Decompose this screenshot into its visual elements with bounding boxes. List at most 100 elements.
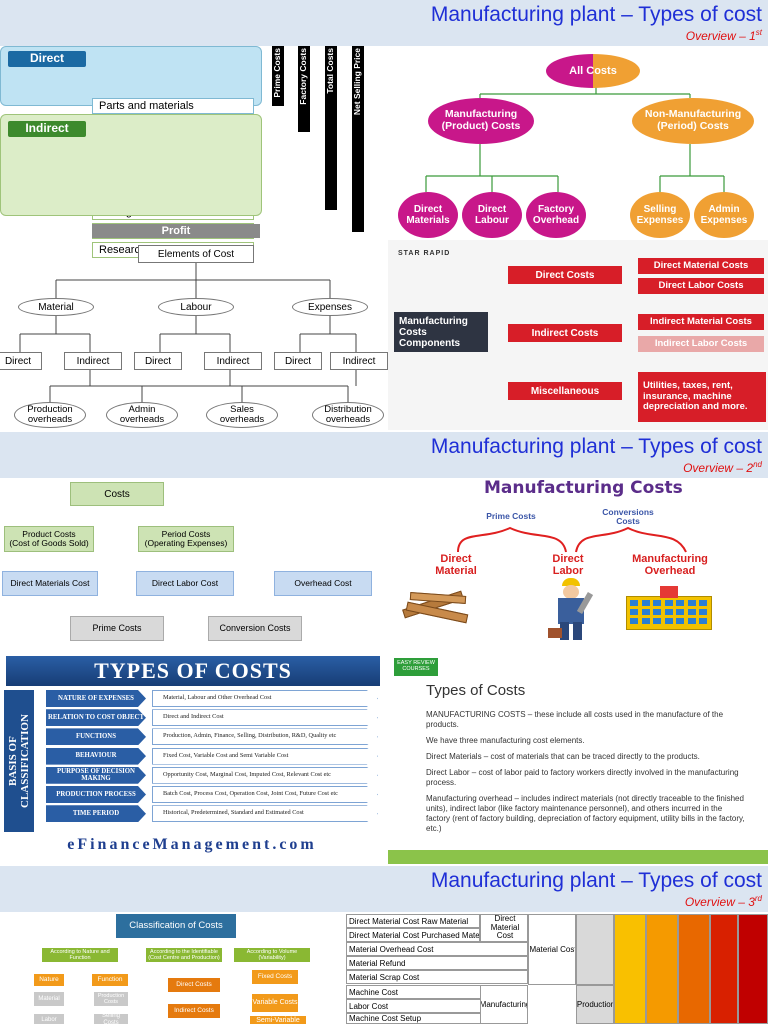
cost-table-row: Material Overhead Cost: [346, 942, 528, 956]
manufacturing-overhead-label: Manufacturing Overhead: [632, 552, 708, 577]
element-level2: Indirect: [204, 352, 262, 370]
direct-item: Parts and materials: [92, 98, 254, 114]
cost-color-column: [678, 914, 710, 1024]
costs-root: Costs: [70, 482, 164, 506]
classification-value: Historical, Predetermined, Standard and …: [152, 805, 378, 823]
element-level3: Production overheads: [14, 402, 86, 428]
costs-level2-node: Overhead Cost: [274, 571, 372, 596]
all-costs-node: All Costs: [546, 54, 640, 88]
classification-value: Direct and Indirect Cost: [152, 709, 378, 727]
classification-title: Classification of Costs: [116, 914, 236, 938]
slide1-header: [0, 0, 768, 46]
factory-costs-bar: [298, 46, 310, 132]
component-leaf-misc: Utilities, taxes, rent, insurance, machi…: [638, 372, 766, 422]
slide3-title: Manufacturing plant – Types of cost: [430, 869, 762, 892]
cost-color-column: [646, 914, 678, 1024]
element-level3: Sales overheads: [206, 402, 278, 428]
cost-table-row: Direct Material Cost Purchased Material: [346, 928, 480, 942]
classification-value: Material, Labour and Other Overhead Cost: [152, 690, 378, 707]
manufacturing-costs-node: Manufacturing (Product) Costs: [428, 98, 534, 144]
cost-table-row: Direct Material Cost Raw Material: [346, 914, 480, 928]
element-level2: Indirect: [330, 352, 388, 370]
class-item: Material: [34, 992, 64, 1006]
class-item: Semi-Variable: [250, 1016, 306, 1024]
classification-key: PRODUCTION PROCESS: [46, 786, 146, 803]
classification-key: PURPOSE OF DECISION MAKING: [46, 766, 146, 784]
cost-color-column: [614, 914, 646, 1024]
group-material-cost: Material Cost: [528, 914, 576, 985]
classification-key: BEHAVIOUR: [46, 747, 146, 765]
slide1-title: Manufacturing plant – Types of cost: [430, 3, 762, 26]
class-item: Production Costs: [94, 992, 128, 1006]
classification-group: According to the Identifiable (Cost Cent…: [146, 948, 222, 962]
efinance-footer: eFinanceManagement.com: [67, 836, 317, 854]
mfg-child-node: Direct Labour: [462, 192, 522, 238]
product-costs-node: Product Costs (Cost of Goods Sold): [4, 526, 94, 552]
prime-costs-bar: [272, 46, 284, 106]
review-panel: [388, 654, 768, 866]
component-branch: Indirect Costs: [508, 324, 622, 342]
basis-side-label: BASIS OF CLASSIFICATION: [4, 690, 34, 832]
wood-planks-icon: [400, 586, 470, 626]
review-paragraph: Manufacturing overhead – includes indire…: [426, 794, 745, 833]
element-level1: Expenses: [292, 298, 368, 316]
costs-level3-node: Prime Costs: [70, 616, 164, 641]
classification-group: According to Nature and Function: [42, 948, 118, 962]
classification-key: NATURE OF EXPENSES: [46, 690, 146, 707]
classification-value: Opportunity Cost, Marginal Cost, Imputed…: [152, 766, 378, 784]
class-item: Variable Costs: [252, 994, 298, 1012]
indirect-label: Indirect: [8, 121, 86, 137]
profit-label: Profit: [92, 224, 260, 238]
mfg-child-node: Factory Overhead: [526, 192, 586, 238]
class-item: Direct Costs: [168, 978, 220, 992]
conversion-costs-label: Conversions Costs: [602, 506, 654, 526]
component-leaf: Direct Labor Costs: [638, 278, 764, 294]
element-level3: Distribution overheads: [312, 402, 384, 428]
elements-root: Elements of Cost: [138, 245, 254, 263]
costs-level2-node: Direct Labor Cost: [136, 571, 234, 596]
cost-color-column: [710, 914, 738, 1024]
component-leaf: Direct Material Costs: [638, 258, 764, 274]
review-badge: EASY REVIEW COURSES: [394, 658, 438, 676]
cost-stack-panel: Direct Parts and materialsWages and bene…: [0, 46, 384, 258]
slide2-title: Manufacturing plant – Types of cost: [430, 435, 762, 458]
element-level2: Direct: [134, 352, 182, 370]
non-manufacturing-costs-node: Non-Manufacturing (Period) Costs: [632, 98, 754, 144]
element-level2: Direct: [0, 352, 42, 370]
group-production: Production: [576, 985, 614, 1024]
classification-value: Batch Cost, Process Cost, Operation Cost…: [152, 786, 378, 803]
element-level2: Indirect: [64, 352, 122, 370]
mfg-costs-title: Manufacturing Costs: [484, 478, 683, 498]
element-level1: Labour: [158, 298, 234, 316]
class-item: Function: [92, 974, 128, 986]
cost-color-column: [738, 914, 768, 1024]
element-level2: Direct: [274, 352, 322, 370]
component-branch: Direct Costs: [508, 266, 622, 284]
class-item: Indirect Costs: [168, 1004, 220, 1018]
cost-table-row: Material Refund: [346, 956, 528, 970]
prime-costs-label: Prime Costs: [486, 511, 536, 522]
slide3-subtitle: Overview – 3rd: [684, 894, 762, 909]
review-title: Types of Costs: [426, 682, 526, 699]
costs-level2-node: Direct Materials Cost: [2, 571, 98, 596]
element-level3: Admin overheads: [106, 402, 178, 428]
slide2-header: [0, 432, 768, 478]
slide1-subtitle: Overview – 1st: [685, 28, 762, 43]
component-branch: Miscellaneous: [508, 382, 622, 400]
class-item: Labor: [34, 1014, 64, 1024]
review-paragraph: Direct Labor – cost of labor paid to fac…: [426, 768, 739, 787]
group-direct-material: Direct Material Cost: [480, 914, 528, 942]
component-leaf: Indirect Material Costs: [638, 314, 764, 330]
nonmfg-child-node: Selling Expenses: [630, 192, 690, 238]
direct-label: Direct: [8, 51, 86, 67]
review-paragraph: We have three manufacturing cost element…: [426, 736, 585, 745]
brand-label: STAR RAPID: [398, 250, 451, 257]
worker-icon: [546, 578, 596, 642]
cost-table-row: Material Scrap Cost: [346, 970, 528, 984]
types-title-banner: TYPES OF COSTS: [6, 656, 380, 686]
costs-tree-panel: [0, 478, 384, 650]
review-footer-bar: [388, 850, 768, 864]
component-leaf: Indirect Labor Costs: [638, 336, 764, 352]
period-costs-node: Period Costs (Operating Expenses): [138, 526, 234, 552]
